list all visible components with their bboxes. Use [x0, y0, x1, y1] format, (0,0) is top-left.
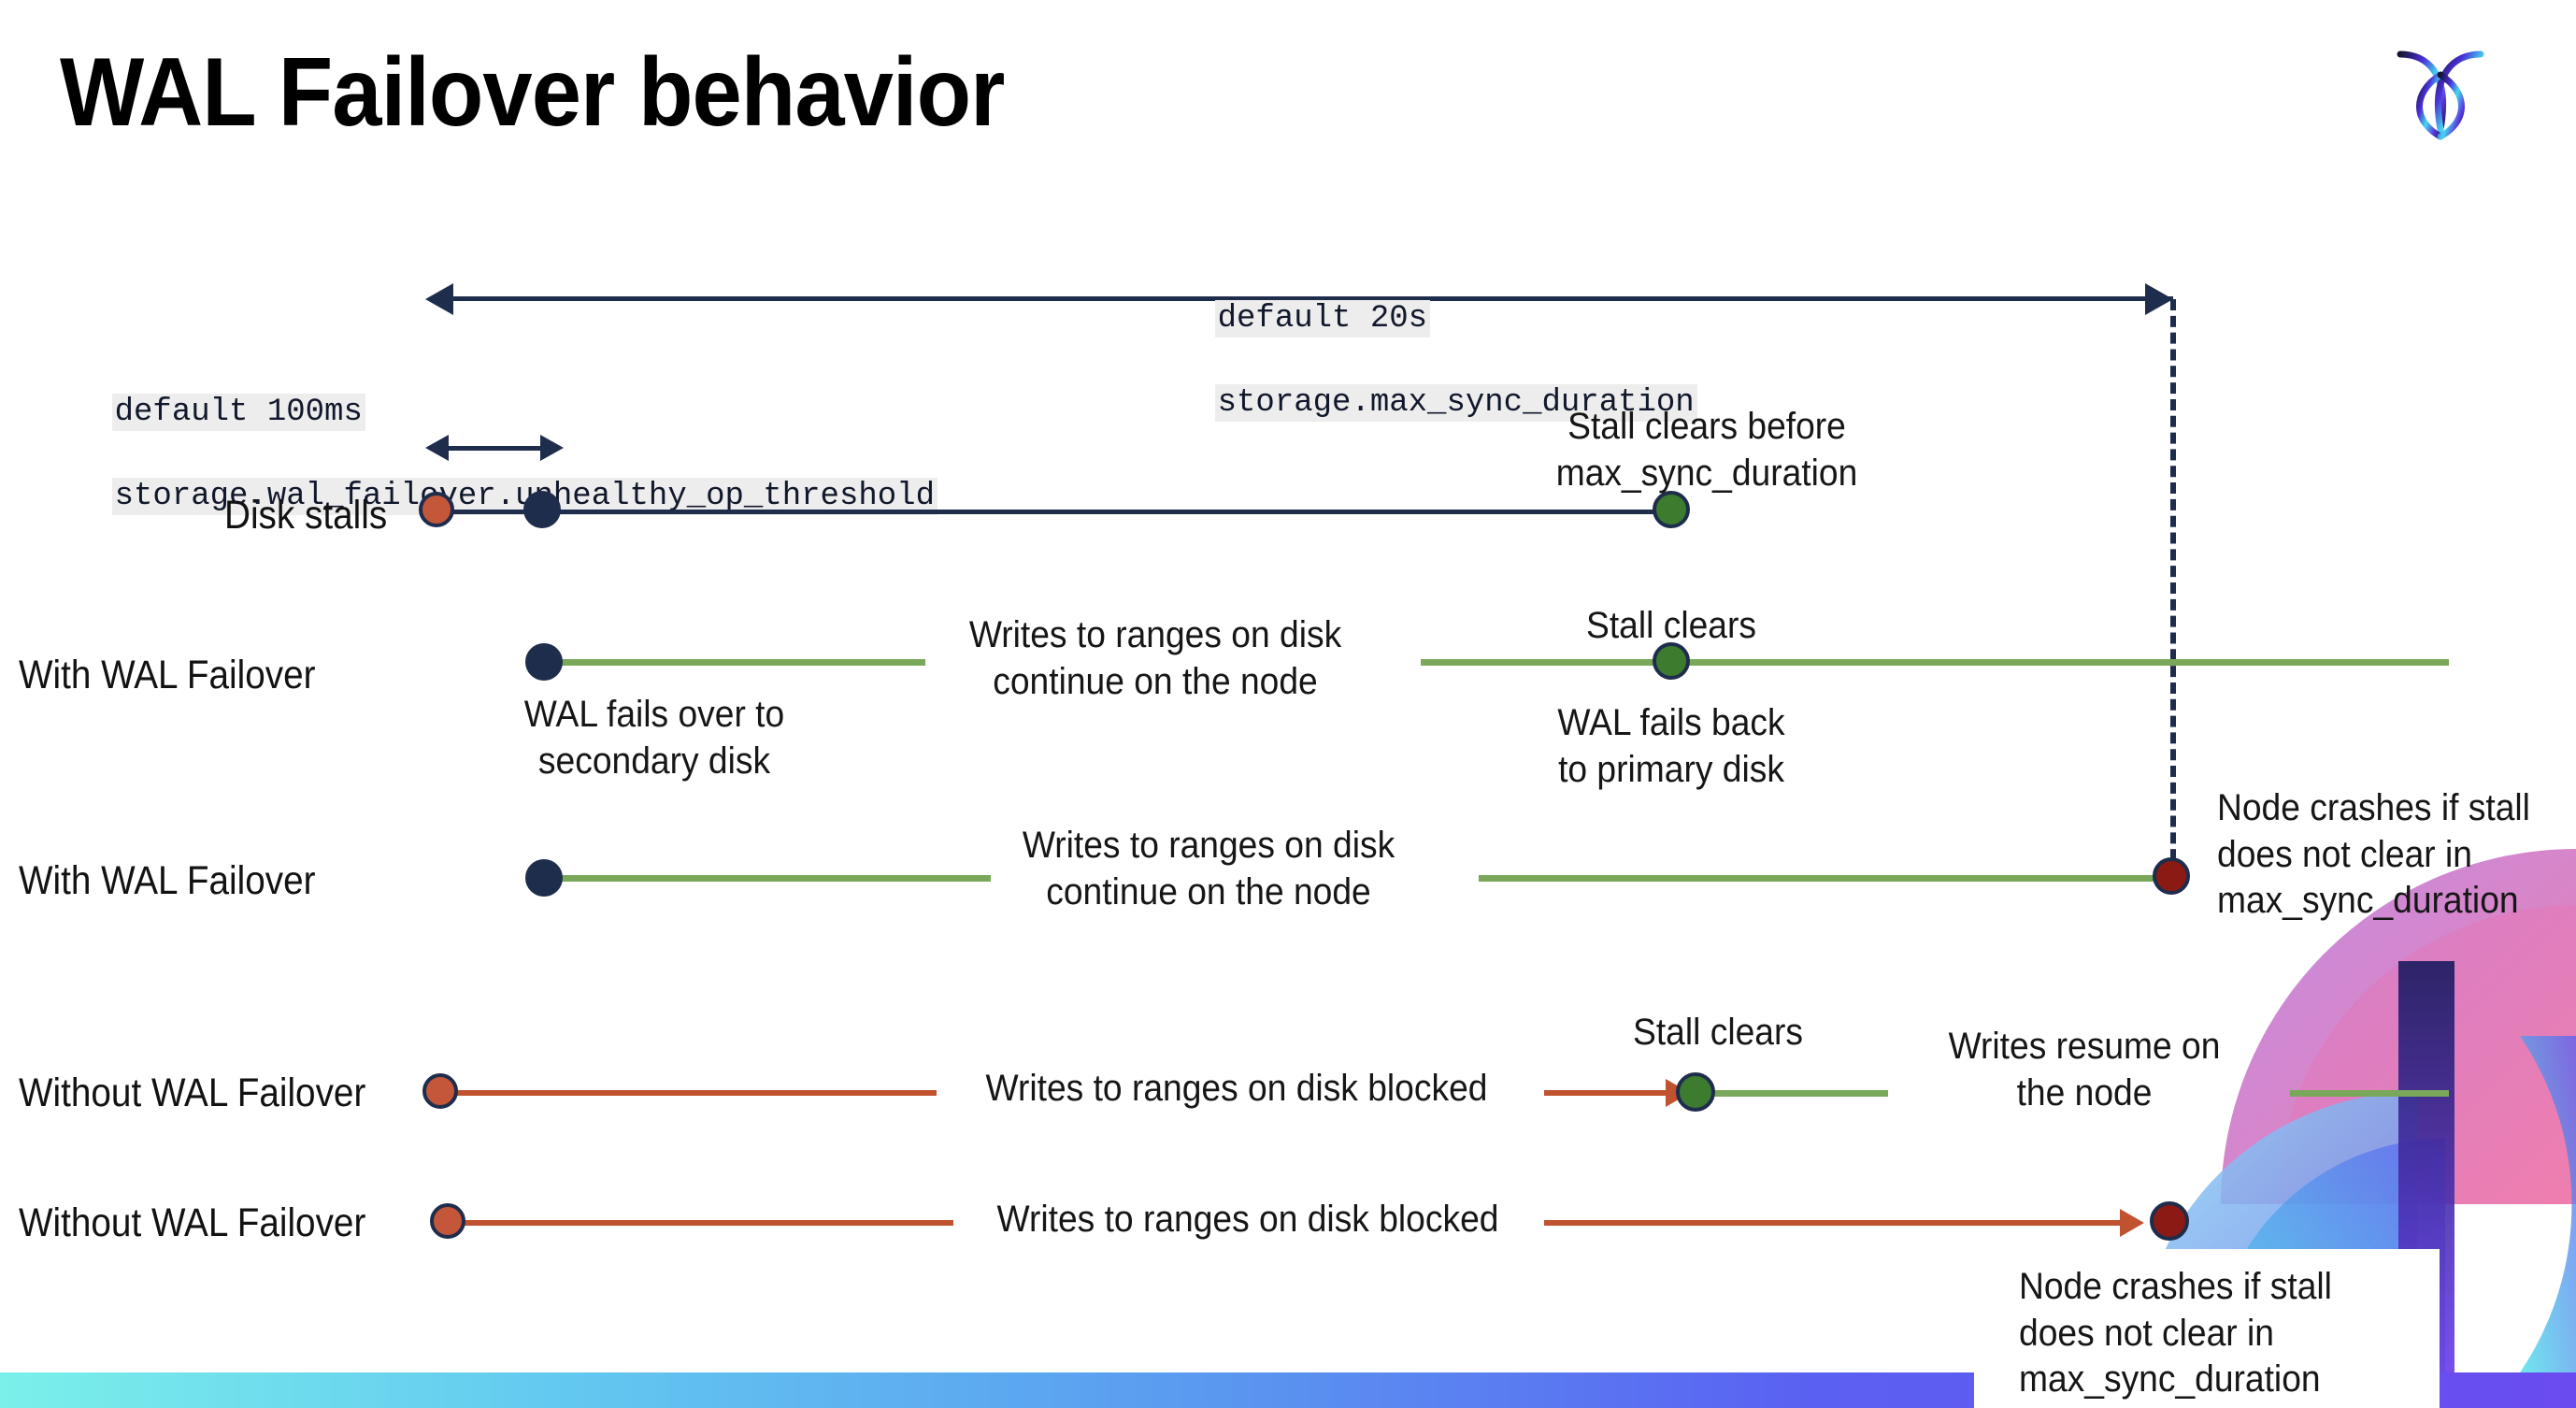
node-crash-dot-2: [2150, 1201, 2189, 1241]
disk-stall-clear-dot: [1653, 491, 1690, 528]
unhealthy-op-threshold-name: storage.wal_failover.unhealthy_op_thresh…: [111, 477, 937, 515]
node-crash-dot-1: [2153, 857, 2190, 895]
unhealthy-op-threshold-setting: default 100ms storage.wal_failover.unhea…: [36, 350, 937, 559]
max-sync-duration-name: storage.max_sync_duration: [1214, 383, 1697, 422]
max-sync-duration-setting: default 20s storage.max_sync_duration: [1138, 256, 1697, 466]
note-writes-blocked-2: Writes to ranges on disk blocked: [996, 1199, 1499, 1240]
threshold-left-arrowhead: [425, 435, 449, 461]
wal-failover-start-dot: [525, 643, 563, 681]
without-wal-failover-2-arrowhead: [2120, 1209, 2144, 1237]
disk-stalls-timeline: [439, 510, 1673, 514]
with-wal-failover-1-segment-a: [542, 659, 925, 666]
note-stall-clears-2: Stall clears: [1633, 1012, 1803, 1053]
without-wal-failover-1-start-dot: [422, 1073, 458, 1109]
note-node-crashes-2: Node crashes if stall does not clear in …: [2019, 1266, 2332, 1401]
without-wal-failover-2-blocked-line-b: [1544, 1220, 2124, 1226]
without-wal-failover-2-blocked-line-a: [460, 1220, 953, 1226]
row-label-with-wal-failover-1: With WAL Failover: [19, 653, 316, 697]
note-wal-fails-back: WAL fails back to primary disk: [1557, 702, 1785, 790]
row-label-without-wal-failover-1: Without WAL Failover: [19, 1070, 366, 1115]
without-wal-failover-1-resume-line-tail: [2290, 1090, 2449, 1097]
note-wal-fails-over: WAL fails over to secondary disk: [523, 694, 785, 782]
unhealthy-op-threshold-default: default 100ms: [111, 393, 365, 431]
threshold-span-line: [447, 446, 545, 451]
max-sync-duration-right-arrowhead: [2145, 283, 2173, 315]
note-writes-continue-2: Writes to ranges on disk continue on the…: [1022, 825, 1395, 912]
without-wal-failover-2-start-dot: [430, 1203, 465, 1239]
note-stall-clears-before: Stall clears before max_sync_duration: [1555, 406, 1858, 494]
note-stall-clears-1: Stall clears: [1586, 605, 1756, 646]
note-writes-continue-1: Writes to ranges on disk continue on the…: [968, 614, 1342, 702]
note-writes-blocked-1: Writes to ranges on disk blocked: [985, 1068, 1488, 1109]
without-wal-failover-1-resume-line: [1710, 1090, 1888, 1097]
row-label-with-wal-failover-2: With WAL Failover: [19, 858, 316, 903]
with-wal-failover-1-segment-b: [1421, 659, 2449, 666]
page-title: WAL Failover behavior: [60, 38, 1005, 147]
row-label-without-wal-failover-2: Without WAL Failover: [19, 1200, 366, 1245]
cockroachdb-logo-icon: [2385, 32, 2496, 151]
wal-failover-2-start-dot: [525, 859, 563, 897]
threshold-right-arrowhead: [540, 435, 564, 461]
disk-stall-start-dot: [419, 492, 454, 527]
without-wal-failover-1-clear-dot: [1676, 1072, 1715, 1112]
without-wal-failover-1-blocked-line-b: [1544, 1090, 1668, 1096]
with-wal-failover-2-segment-a: [542, 875, 991, 882]
max-sync-duration-span-line: [452, 296, 2173, 301]
disk-stall-threshold-dot: [523, 491, 561, 528]
with-wal-failover-2-segment-b: [1479, 875, 2170, 882]
note-backdrop-card: [1974, 1249, 2440, 1408]
max-sync-duration-left-arrowhead: [425, 283, 453, 315]
note-writes-resume: Writes resume on the node: [1948, 1026, 2221, 1113]
wal-failback-clear-dot: [1653, 642, 1690, 680]
without-wal-failover-1-blocked-line-a: [452, 1090, 937, 1096]
row-label-disk-stalls: Disk stalls: [224, 493, 388, 538]
note-node-crashes-1: Node crashes if stall does not clear in …: [2217, 787, 2530, 922]
max-sync-duration-dropline: [2170, 299, 2176, 877]
max-sync-duration-default: default 20s: [1214, 299, 1431, 338]
